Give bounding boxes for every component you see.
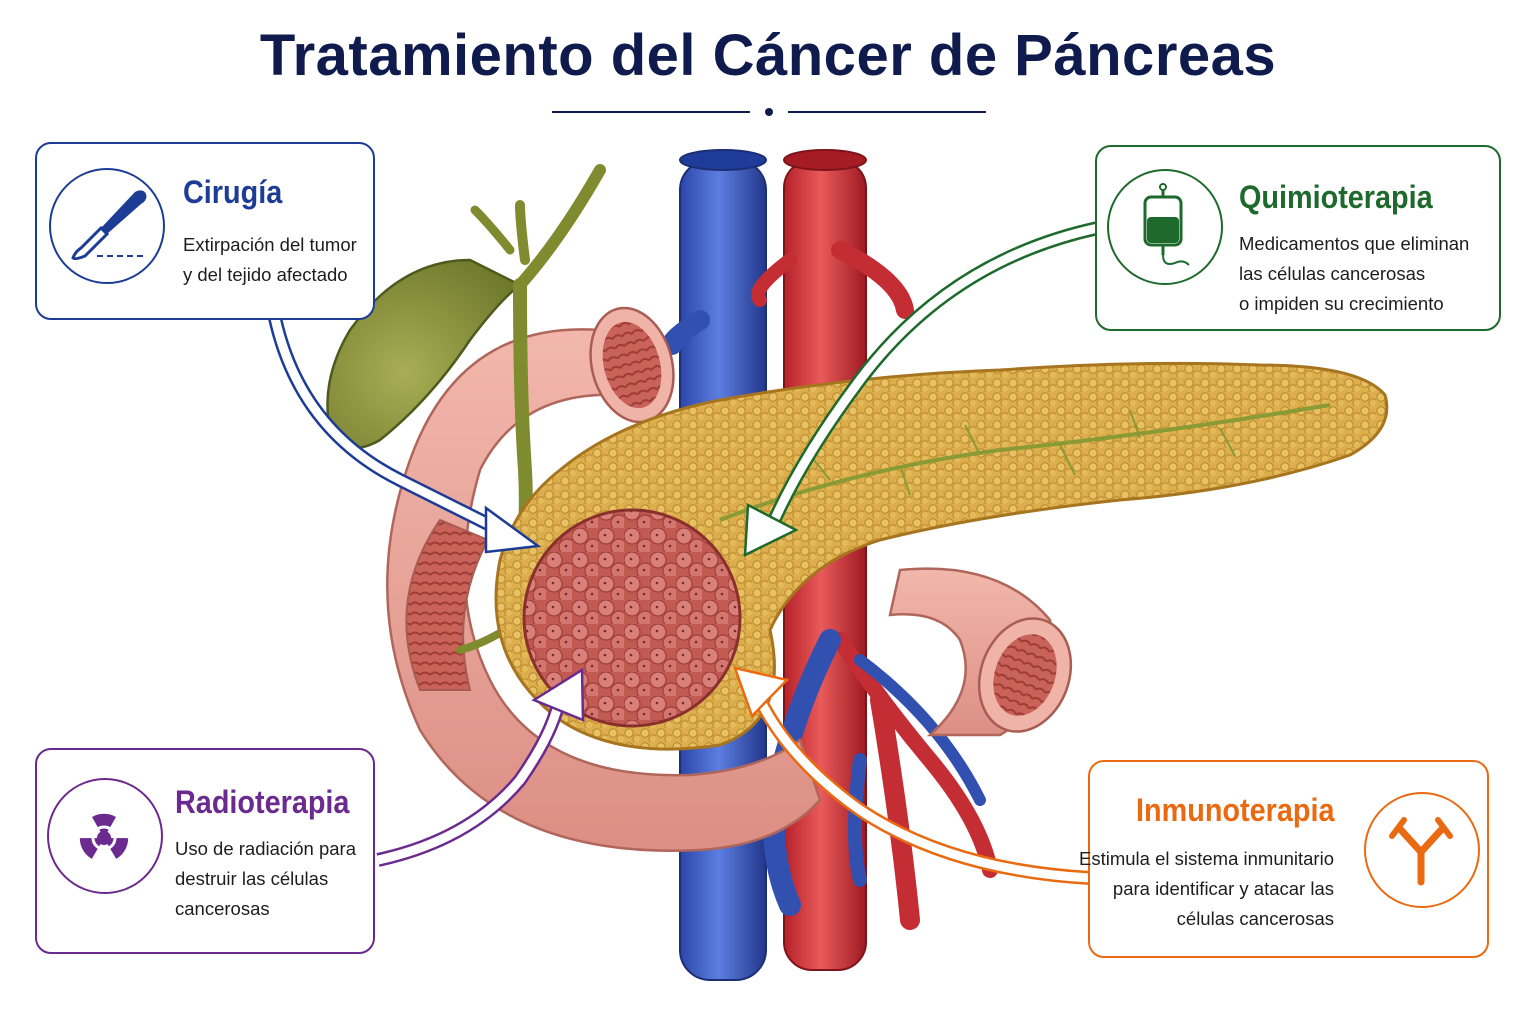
immunotherapy-desc-line: para identificar y atacar las: [1112, 878, 1334, 899]
radiation-icon: [47, 778, 163, 894]
title-divider: [552, 108, 986, 116]
chemotherapy-desc-line: o impiden su crecimiento: [1239, 293, 1444, 314]
radiotherapy-desc-line: destruir las células: [175, 868, 329, 889]
scalpel-icon: [49, 168, 165, 284]
immunotherapy-title: Inmunoterapia: [1135, 792, 1334, 828]
radiotherapy-description: Uso de radiación para destruir las célul…: [175, 834, 356, 924]
chemotherapy-desc-line: las células cancerosas: [1239, 263, 1426, 284]
immunotherapy-card: Inmunoterapia Estimula el sistema inmuni…: [1079, 760, 1489, 958]
radiotherapy-desc-line: cancerosas: [175, 898, 270, 919]
surgery-description: Extirpación del tumor y del tejido afect…: [183, 230, 357, 290]
iv-bag-icon: [1107, 169, 1223, 285]
immunotherapy-desc-line: células cancerosas: [1176, 908, 1334, 929]
surgery-desc-line: y del tejido afectado: [183, 264, 348, 285]
surgery-card: Cirugía Extirpación del tumor y del teji…: [35, 142, 375, 320]
radiotherapy-desc-line: Uso de radiación para: [175, 838, 356, 859]
page-title: Tratamiento del Cáncer de Páncreas: [259, 23, 1277, 88]
surgery-title: Cirugía: [183, 174, 283, 210]
radiotherapy-card: Radioterapia Uso de radiación para destr…: [35, 748, 375, 954]
immunotherapy-desc-line: Estimula el sistema inmunitario: [1079, 848, 1334, 869]
chemotherapy-desc-line: Medicamentos que eliminan: [1239, 233, 1470, 254]
chemotherapy-card: Quimioterapia Medicamentos que eliminan …: [1095, 145, 1501, 331]
antibody-icon: [1364, 792, 1480, 908]
surgery-desc-line: Extirpación del tumor: [183, 234, 357, 255]
chemotherapy-title: Quimioterapia: [1239, 179, 1433, 215]
radiotherapy-title: Radioterapia: [175, 784, 350, 820]
chemotherapy-description: Medicamentos que eliminan las células ca…: [1239, 229, 1469, 319]
immunotherapy-description: Estimula el sistema inmunitario para ide…: [1079, 844, 1334, 934]
